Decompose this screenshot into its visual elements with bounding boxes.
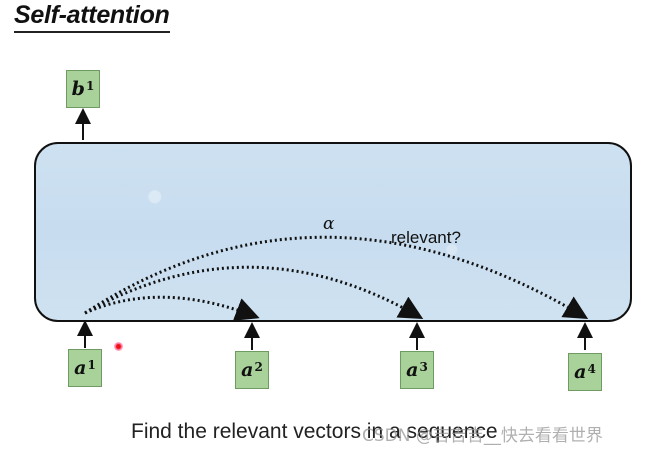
watermark: CSDN @吉吉吉__快去看看世界 bbox=[362, 426, 603, 446]
cursor-pointer-icon bbox=[114, 342, 123, 351]
vector-base: a bbox=[406, 359, 419, 381]
relevant-label: relevant? bbox=[391, 228, 461, 247]
slide-title: Self-attention bbox=[14, 1, 170, 33]
vector-base: b bbox=[71, 78, 85, 100]
vector-superscript: 3 bbox=[419, 360, 428, 374]
vector-superscript: 2 bbox=[254, 360, 263, 374]
self-attention-block bbox=[34, 142, 632, 322]
vector-superscript: 4 bbox=[587, 362, 596, 376]
caption: Find the relevant vectors in a sequence bbox=[131, 420, 498, 443]
attention-curve-a3 bbox=[84, 265, 424, 319]
attention-curve-a2 bbox=[84, 295, 260, 321]
alpha-label: α bbox=[323, 214, 335, 234]
vector-base: a bbox=[74, 357, 87, 379]
attention-curve-a4 bbox=[84, 235, 589, 320]
vector-base: a bbox=[574, 361, 587, 383]
vector-base: a bbox=[241, 359, 254, 381]
vector-superscript: 1 bbox=[85, 79, 95, 93]
vector-superscript: 1 bbox=[87, 358, 96, 372]
